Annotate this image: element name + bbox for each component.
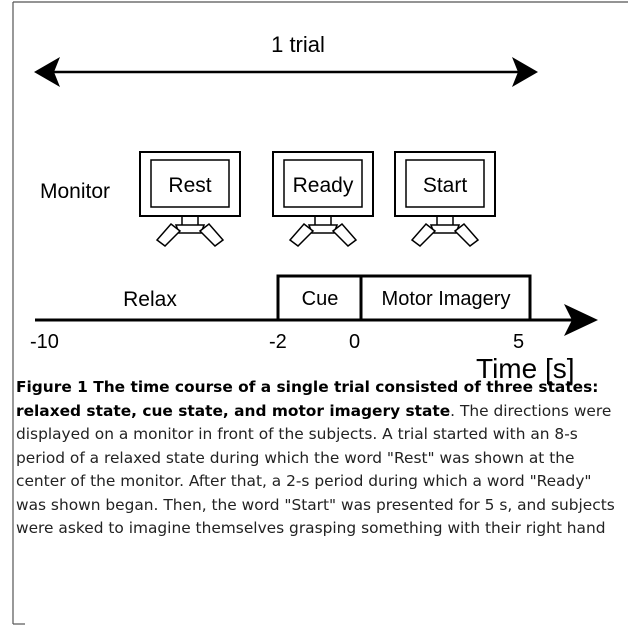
screen-rest-label: Rest xyxy=(168,174,211,197)
relax-label: Relax xyxy=(123,288,177,311)
motor-imagery-label: Motor Imagery xyxy=(382,288,511,310)
time-axis xyxy=(35,304,598,336)
monitor-rest xyxy=(139,151,241,247)
tick-label-minus-2: -2 xyxy=(269,331,287,353)
tick-label-5: 5 xyxy=(513,331,524,353)
monitor-start xyxy=(394,151,496,247)
figure-caption: Figure 1 The time course of a single tri… xyxy=(16,376,616,541)
tick-label-minus-10: -10 xyxy=(30,331,59,353)
screen-start-label: Start xyxy=(423,174,468,197)
axis-title: Time [s] xyxy=(476,353,575,384)
cue-label: Cue xyxy=(302,288,339,310)
caption-title: Figure 1 The time course of a single tri… xyxy=(16,378,599,420)
trial-label: 1 trial xyxy=(271,32,325,57)
tick-label-0: 0 xyxy=(349,331,360,353)
motor-imagery-box xyxy=(359,274,532,322)
cue-box xyxy=(276,274,363,322)
caption-body: . The directions were displayed on a mon… xyxy=(16,401,615,538)
monitor-label: Monitor xyxy=(40,180,110,203)
monitor-ready xyxy=(272,151,374,247)
trial-arrow xyxy=(34,57,538,87)
screen-ready-label: Ready xyxy=(293,174,354,197)
